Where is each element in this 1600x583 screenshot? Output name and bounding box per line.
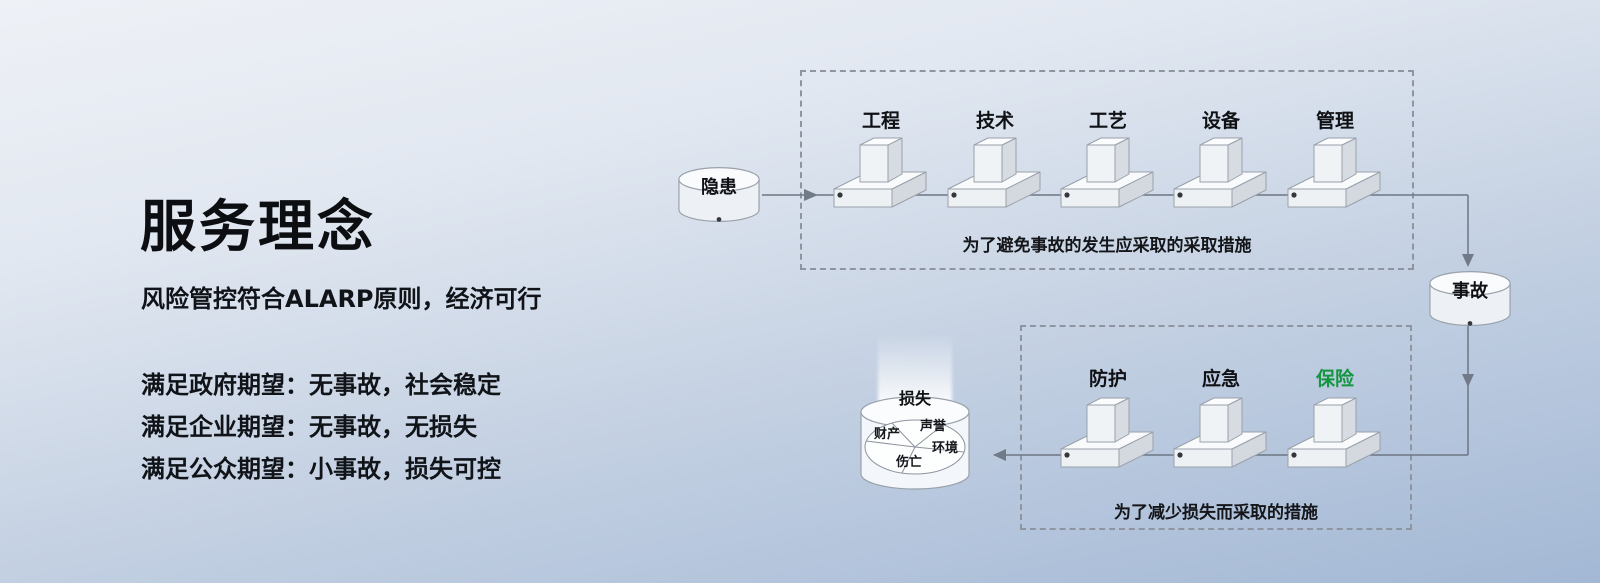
arrow-left-icon: [993, 449, 1006, 461]
barrier-label-technology: 技术: [975, 110, 1014, 132]
barrier-pedestal-icon: [947, 137, 1041, 208]
barrier-pedestal-icon: [1173, 397, 1267, 468]
barrier-label-process: 工艺: [1088, 110, 1127, 132]
subtitle: 风险管控符合ALARP原则，经济可行: [141, 285, 542, 313]
accident-label: 事故: [1452, 281, 1488, 302]
barrier-pedestal-icon: [1287, 397, 1381, 468]
barrier-pedestal-icon: [1173, 137, 1267, 208]
loss-segment-property: 财产: [874, 427, 901, 442]
mitigation-caption: 为了减少损失而采取的措施: [1114, 503, 1318, 523]
arrow-down-icon: [1462, 254, 1474, 267]
barrier-pedestal-icon: [833, 137, 927, 208]
loss-cylinder-icon: [860, 396, 970, 490]
arrow-down-icon: [1462, 374, 1474, 387]
barrier-label-protection: 防护: [1088, 368, 1127, 390]
page-title: 服务理念: [140, 195, 376, 260]
accident-node: 事故: [1427, 268, 1513, 330]
prevention-barriers-box: [800, 70, 1414, 270]
barrier-label-management: 管理: [1315, 110, 1354, 132]
hazard-label: 隐患: [701, 177, 737, 198]
barrier-label-equipment: 设备: [1201, 110, 1240, 132]
expectation-public: 满足公众期望：小事故，损失可控: [141, 455, 501, 483]
barrier-label-emergency: 应急: [1201, 368, 1240, 390]
barrier-label-insurance: 保险: [1315, 368, 1354, 390]
expectation-enterprise: 满足企业期望：无事故，无损失: [141, 413, 477, 441]
loss-segment-casualty: 伤亡: [896, 455, 923, 470]
barrier-pedestal-icon: [1060, 397, 1154, 468]
barrier-pedestal-icon: [1287, 137, 1381, 208]
expectation-government: 满足政府期望：无事故，社会稳定: [141, 371, 501, 399]
prevention-caption: 为了避免事故的发生应采取的采取措施: [962, 236, 1252, 256]
hazard-node: 隐患: [676, 164, 762, 226]
barrier-label-engineering: 工程: [861, 110, 900, 132]
loss-label: 损失: [898, 389, 931, 408]
mitigation-barriers-box: [1020, 325, 1412, 530]
light-beam: [878, 333, 952, 405]
barrier-pedestal-icon: [1060, 137, 1154, 208]
loss-segment-reputation: 声誉: [920, 419, 947, 434]
loss-node: 损失 财产 声誉 伤亡 环境: [858, 333, 972, 495]
loss-segment-environment: 环境: [932, 441, 959, 456]
